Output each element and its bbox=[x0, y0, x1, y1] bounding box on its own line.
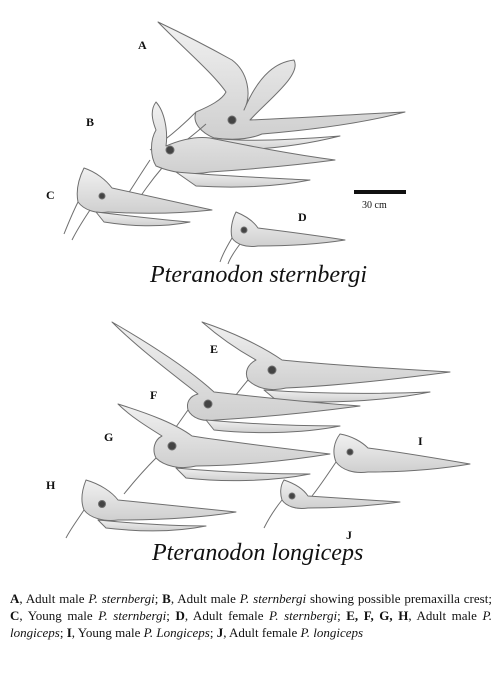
scale-bar bbox=[354, 190, 406, 194]
skull-f bbox=[111, 321, 361, 447]
skull-j bbox=[263, 479, 401, 529]
skull-a bbox=[149, 21, 406, 159]
label-b: B bbox=[86, 115, 95, 129]
label-g: G bbox=[104, 430, 114, 444]
label-i: I bbox=[418, 434, 423, 448]
figure-caption: A, Adult male P. sternbergi; B, Adult ma… bbox=[10, 591, 492, 640]
skull-h bbox=[65, 479, 237, 539]
label-h: H bbox=[46, 478, 56, 492]
label-e: E bbox=[210, 342, 219, 356]
species-title-sternbergi: Pteranodon sternbergi bbox=[150, 262, 368, 288]
skull-g bbox=[117, 403, 331, 495]
scale-bar-label: 30 cm bbox=[362, 200, 387, 211]
label-a: A bbox=[138, 38, 147, 52]
skull-d bbox=[219, 211, 346, 265]
skull-c bbox=[63, 167, 213, 241]
label-f: F bbox=[150, 388, 158, 402]
label-j: J bbox=[346, 528, 352, 542]
label-c: C bbox=[46, 188, 55, 202]
skull-b bbox=[123, 101, 336, 207]
label-d: D bbox=[298, 210, 307, 224]
species-title-longiceps: Pteranodon longiceps bbox=[152, 540, 364, 566]
skull-i bbox=[311, 433, 471, 497]
